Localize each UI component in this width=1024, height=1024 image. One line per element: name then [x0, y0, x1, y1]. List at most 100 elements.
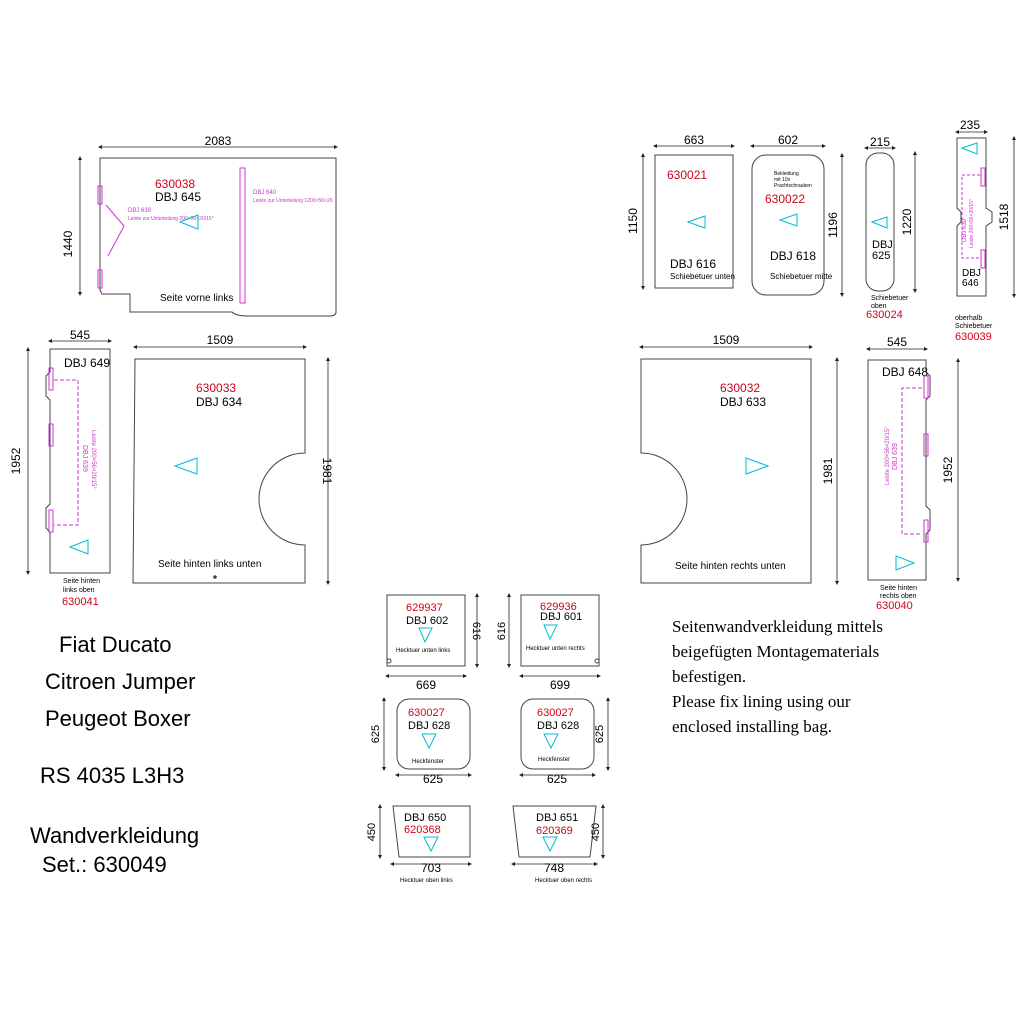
panel-630027-right: 625 625 630027 DBJ 628 Heckfenster: [519, 697, 610, 786]
part-number: 630027: [537, 707, 574, 719]
panel-caption: oben: [871, 303, 887, 310]
dim-height: 1952: [941, 456, 955, 483]
panel-caption: Heckfenster: [412, 759, 444, 765]
part-number: 630039: [955, 331, 992, 343]
batten-strip: [980, 167, 986, 187]
panel-outline: [654, 154, 734, 289]
vehicle-model-citroen: Citroen Jumper: [45, 669, 196, 694]
part-number: 630041: [62, 596, 99, 608]
direction-arrow: [870, 216, 888, 229]
direction-arrow: [543, 624, 558, 641]
dim-height: 1952: [9, 447, 23, 474]
panel-caption: Seite hinten: [63, 578, 100, 585]
dbj-code: DBJ 601: [540, 611, 582, 623]
dim-height: 625: [370, 725, 382, 743]
installation-note: Seitenwandverkleidung mittels beigefügte…: [672, 614, 883, 739]
panel-outline: [520, 594, 600, 667]
batten-strip: [48, 509, 54, 533]
part-number: 630033: [196, 381, 236, 395]
dim-width: 235: [960, 118, 980, 132]
panel-outline: [751, 154, 825, 296]
direction-arrow: [173, 457, 198, 475]
direction-arrow: [542, 836, 558, 853]
dim-width: 625: [423, 772, 443, 786]
panel-caption: Seite hinten: [880, 585, 917, 592]
panel-caption: Heckfenster: [538, 757, 570, 763]
batten-guide: [54, 379, 79, 526]
dbj-code: DBJ 651: [536, 812, 578, 824]
panel-caption: Schiebetuer: [871, 295, 909, 302]
panel-caption: Seite hinten rechts unten: [675, 561, 786, 572]
panel-outline: [865, 152, 895, 292]
dim-height: 1981: [821, 457, 835, 484]
part-number: 630022: [765, 192, 805, 206]
panel-630039: 235 1518 DBJ 639 Leiste 200×56×20/15° DB…: [955, 118, 1016, 343]
dim-width: 669: [416, 678, 436, 692]
dim-height: 616: [496, 622, 508, 640]
panel-outline: [386, 594, 466, 667]
part-number: 629936: [540, 601, 577, 613]
dbj-code: DBJ 602: [406, 615, 448, 627]
part-number: 620369: [536, 825, 573, 837]
panel-630032: 1509 1981 630032 DBJ 633 Seite hinten re…: [639, 333, 839, 585]
direction-arrow: [778, 213, 798, 227]
batten-label: DBJ 639: [81, 445, 88, 472]
batten-note: Leiste 200×56×20/15°: [90, 430, 96, 489]
part-number: 630021: [667, 168, 707, 182]
fastener-note: Prachtschrauben: [774, 183, 812, 189]
panel-outline: [99, 157, 337, 317]
panel-outline: [512, 805, 597, 858]
panel-630027-left: 625 625 630027 DBJ 628 Heckfenster: [370, 697, 472, 786]
batten-strip: [48, 367, 54, 391]
batten-strip: [239, 167, 246, 304]
part-number: 630024: [866, 309, 903, 321]
dbj-code: DBJ: [872, 239, 893, 251]
direction-arrow: [686, 215, 706, 229]
dim-height: 1981: [320, 458, 334, 485]
part-number: 630040: [876, 600, 913, 612]
dim-width: 748: [544, 861, 564, 875]
panel-620368: 450 703 DBJ 650 620368 Hecktuer oben lin…: [366, 804, 472, 884]
batten-guide: [105, 204, 125, 257]
dim-height: 616: [470, 622, 482, 640]
panel-caption: Seite hinten links unten: [158, 559, 261, 570]
dbj-code: DBJ 618: [770, 249, 816, 263]
batten-label: DBJ 639: [892, 443, 899, 470]
batten-label: DBJ 639: [962, 218, 968, 242]
panel-caption: Hecktuer unten rechts: [526, 646, 585, 652]
vehicle-model-peugeot: Peugeot Boxer: [45, 706, 191, 731]
panel-630040: 545 1952 DBJ 648 DBJ 639 Leiste 200×56×2…: [866, 335, 960, 612]
direction-arrow: [543, 733, 559, 750]
direction-arrow: [960, 142, 978, 155]
panel-629937: 616 669 629937 DBJ 602 Hecktuer unten li…: [385, 593, 482, 692]
dim-height: 1150: [626, 208, 640, 234]
dim-height: 1196: [826, 212, 840, 238]
dim-width: 703: [421, 861, 441, 875]
panel-630038: 2083 1440 630038 DBJ 645 Seite vorne lin…: [61, 134, 338, 317]
panel-630041: 545 1952 DBJ 649 DBJ 639 Leiste 200×56×2…: [9, 328, 112, 608]
batten-strip: [48, 423, 54, 447]
panel-caption: Schiebetuer unten: [670, 272, 735, 281]
set-number: Set.: 630049: [42, 852, 167, 877]
batten-guide: [901, 387, 922, 535]
batten-label: DBJ 640: [253, 190, 277, 196]
panel-caption: links oben: [63, 587, 95, 594]
batten-label: DBJ 639: [128, 208, 152, 214]
dim-width: 545: [70, 328, 90, 342]
note-line: Please fix lining using our: [672, 692, 851, 711]
direction-arrow: [418, 627, 433, 644]
batten-note: Leiste 200×56×20/15°: [969, 199, 975, 248]
mount-hole: [386, 658, 392, 664]
note-line: Seitenwandverkleidung mittels: [672, 617, 884, 636]
panel-caption: Schiebetuer: [955, 323, 993, 330]
batten-strip: [980, 249, 986, 269]
batten-strip: [923, 375, 929, 399]
batten-note: Leiste zur Unterteilung 200×56×20/15°: [128, 216, 214, 222]
mount-hole: [594, 658, 600, 664]
dim-height: 450: [366, 823, 378, 841]
dim-height: 450: [590, 823, 602, 841]
dbj-code: DBJ 628: [537, 720, 579, 732]
dbj-code: DBJ 633: [720, 395, 766, 409]
dim-height: 1220: [900, 208, 914, 235]
dim-width: 545: [887, 335, 907, 349]
